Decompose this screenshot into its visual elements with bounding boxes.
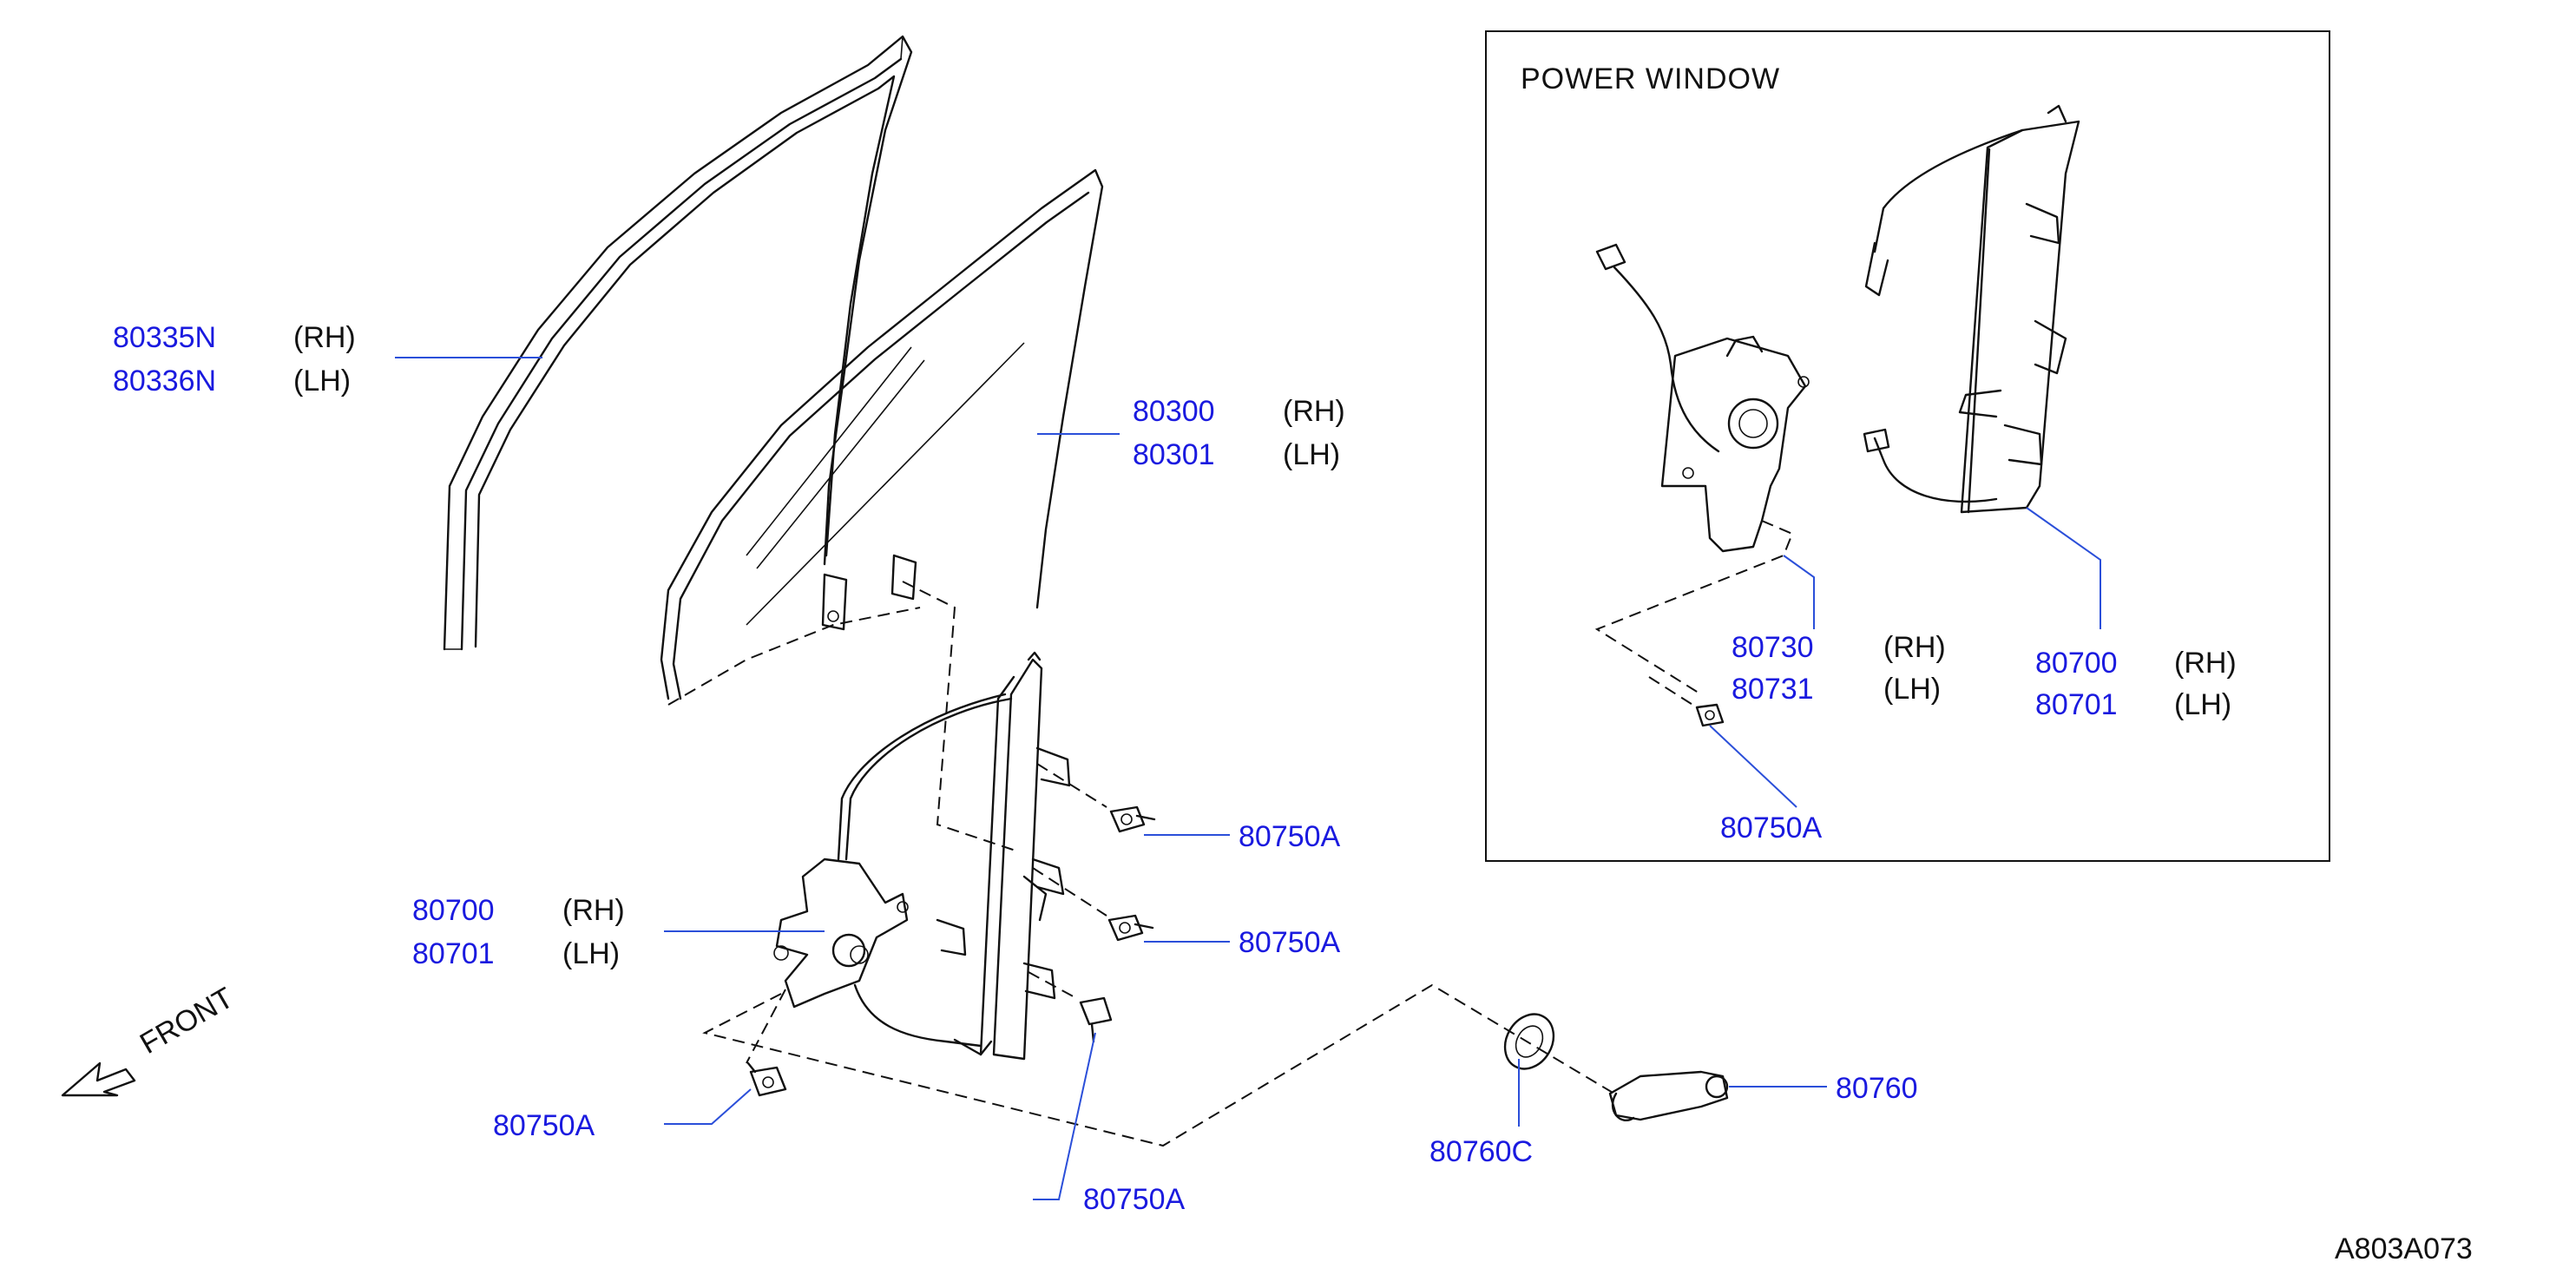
callout-bolt-1: 80750A [1239,820,1341,853]
window-regulator [773,651,1071,1061]
callout-side-regulator-rh: (RH) [562,894,625,927]
power-window-regulator [1863,104,2080,514]
inset-callout-part-regulator-rh: 80700 [2035,647,2118,680]
callout-handle: 80760 [1836,1072,1918,1105]
inset-callout-part-motor-rh: 80730 [1732,631,1814,664]
callout-bolt-2: 80750A [1239,926,1341,959]
callout-part-sash-rh: 80335N [113,321,216,354]
leader-lines [395,357,1827,1200]
window-crank-handle [1608,1070,1729,1121]
callout-bolt-4: 80750A [1083,1183,1186,1216]
inset-callout-side-regulator-lh: (LH) [2174,688,2231,721]
callout-part-sash-lh: 80336N [113,365,216,398]
inset-power-window: POWER WINDOW [1485,30,2330,862]
callout-side-sash-rh: (RH) [293,321,356,354]
callout-escutcheon: 80760C [1429,1135,1533,1168]
bolt-upper [1109,805,1156,833]
power-window-motor [1594,243,1810,695]
callout-part-regulator-rh: 80700 [412,894,495,927]
callout-bolt-3: 80750A [493,1109,595,1142]
callout-part-regulator-lh: 80701 [412,937,495,970]
callout-side-regulator-lh: (LH) [562,937,620,970]
inset-title: POWER WINDOW [1521,62,1780,95]
inset-callout-part-regulator-lh: 80701 [2035,688,2118,721]
callout-part-glass-rh: 80300 [1133,395,1215,428]
callout-part-glass-lh: 80301 [1133,438,1215,471]
reference-code: A803A073 [2335,1232,2473,1265]
bolt-lower-left [746,1061,787,1097]
inset-callout-bolt: 80750A [1720,812,1823,844]
bolt-lower-right [1079,996,1113,1043]
door-glass [660,168,1104,706]
inset-callout-side-motor-lh: (LH) [1883,673,1941,706]
callout-side-sash-lh: (LH) [293,365,351,398]
bolt-middle [1107,914,1154,942]
door-sash [443,35,913,651]
front-arrow: FRONT [61,981,239,1097]
callout-side-glass-rh: (RH) [1283,395,1345,428]
callout-side-glass-lh: (LH) [1283,438,1340,471]
inset-callout-part-motor-lh: 80731 [1732,673,1814,706]
assembly-lines [702,581,1615,1147]
escutcheon-80760c [1503,1013,1555,1070]
front-label: FRONT [135,981,239,1060]
callouts: 80335N (RH) 80336N (LH) 80300 (RH) 80301… [113,321,1918,1216]
inset-callout-side-regulator-rh: (RH) [2174,647,2237,680]
inset-frame [1485,30,2330,862]
inset-bolt [1648,676,1725,727]
inset-callout-side-motor-rh: (RH) [1883,631,1946,664]
